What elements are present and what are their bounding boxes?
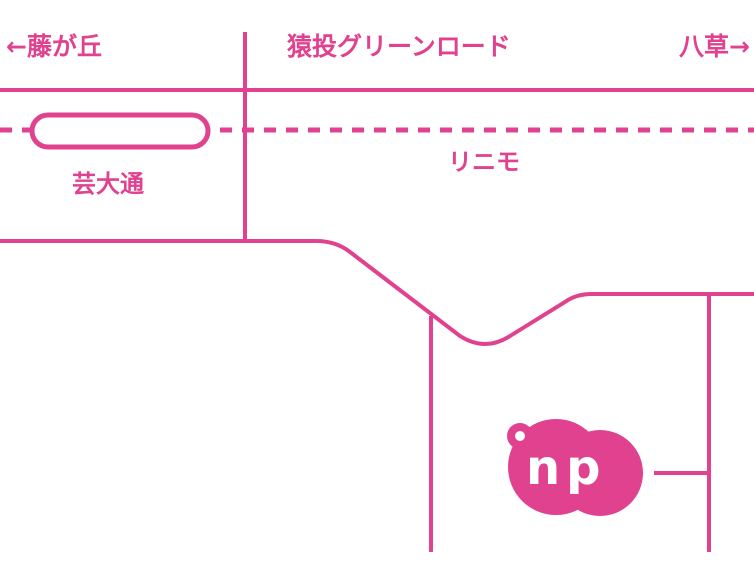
- direction-label-fujigaoka: ←藤が丘: [6, 32, 102, 61]
- road-name-label: 猿投グリーンロード: [287, 32, 511, 61]
- np-logo-text: np: [526, 440, 607, 496]
- station-pill-icon: [29, 112, 211, 150]
- line-name-label: リニモ: [448, 148, 520, 176]
- np-logo-icon: [507, 419, 643, 516]
- direction-label-yakusa: 八草→: [679, 32, 750, 61]
- station-name-label: 芸大通: [72, 170, 144, 198]
- road-lower-curve: [0, 239, 754, 346]
